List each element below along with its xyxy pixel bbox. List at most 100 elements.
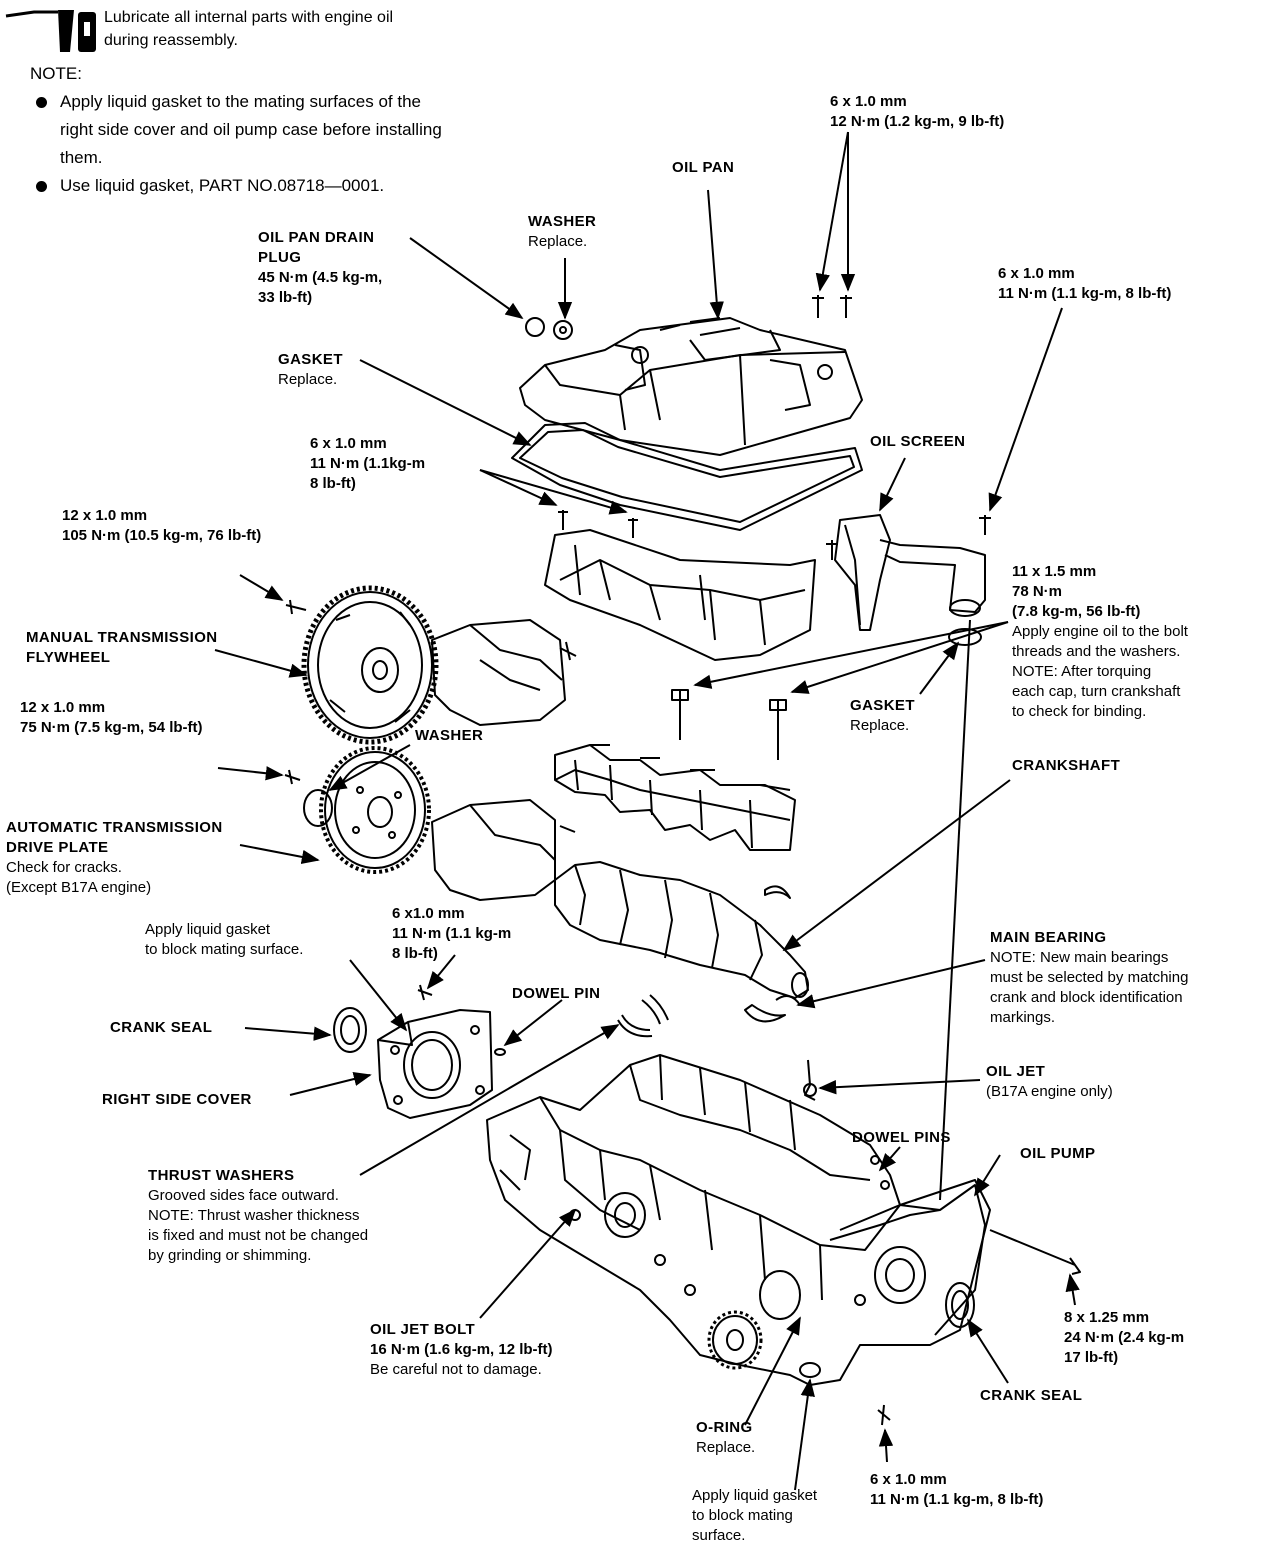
- callout-washer-top: WASHER Replace.: [528, 212, 596, 252]
- callout-main-cap-bolt: 11 x 1.5 mm 78 N·m (7.8 kg-m, 56 lb-ft) …: [1012, 562, 1188, 722]
- callout-main-bearing: MAIN BEARING NOTE: New main bearings mus…: [990, 928, 1188, 1028]
- callout-pump-bolt-small: 6 x 1.0 mm 11 N·m (1.1 kg-m, 8 lb-ft): [870, 1470, 1043, 1510]
- crankshaft-part: [554, 861, 809, 999]
- callout-note: Grooved sides face outward.: [148, 1187, 339, 1204]
- crank-seal-left-part: [333, 1007, 367, 1053]
- bullet-icon: [36, 181, 47, 192]
- callout-flywheel-bolt: 12 x 1.0 mm 105 N·m (10.5 kg-m, 76 lb-ft…: [62, 506, 261, 546]
- callout-note: NOTE: Thrust washer thickness: [148, 1207, 360, 1224]
- bolt-torque: 11 N·m (1.1 kg-m, 8 lb-ft): [870, 1491, 1044, 1508]
- callout-title: CRANKSHAFT: [1012, 757, 1121, 774]
- callout-note: is fixed and must not be changed: [148, 1227, 369, 1244]
- thrust-washer-upper-part: [641, 994, 669, 1025]
- dowel-pin-part: [494, 1048, 506, 1056]
- thrust-washer-lower-part: [617, 1014, 653, 1038]
- driveplate-washer-part: [303, 789, 333, 827]
- drain-washer-part: [553, 320, 573, 340]
- o-ring-part: [799, 1362, 821, 1378]
- bolt-size: 6 x 1.0 mm: [870, 1471, 947, 1488]
- note-item: Apply liquid gasket to the mating surfac…: [30, 88, 442, 172]
- callout-note: Apply engine oil to the bolt: [1012, 623, 1188, 640]
- callout-title: MANUAL TRANSMISSION: [26, 629, 218, 646]
- baffle-plate-part: [544, 529, 816, 661]
- bearing-shell-upper-part: [764, 885, 791, 899]
- callout-note: NOTE: New main bearings: [990, 949, 1169, 966]
- callout-title: RIGHT SIDE COVER: [102, 1091, 252, 1108]
- bolt-torque: 16 N·m (1.6 kg-m, 12 lb-ft): [370, 1341, 553, 1358]
- note-line: Use liquid gasket, PART NO.08718—0001.: [60, 176, 385, 195]
- drain-plug-part: [525, 317, 545, 337]
- bolt-torque: 24 N·m (2.4 kg-m: [1064, 1329, 1185, 1346]
- oil-screen-part: [834, 514, 986, 631]
- callout-note: each cap, turn crankshaft: [1012, 683, 1181, 700]
- callout-note: to block mating surface.: [145, 941, 304, 958]
- bullet-icon: [36, 97, 47, 108]
- callout-title: OIL JET BOLT: [370, 1321, 476, 1338]
- callout-right-side-cover: RIGHT SIDE COVER: [102, 1090, 252, 1110]
- bolt-torque: 11 N·m (1.1 kg-m: [392, 925, 512, 942]
- callout-note: Be careful not to damage.: [370, 1361, 542, 1378]
- callout-title: CRANK SEAL: [980, 1387, 1083, 1404]
- callout-liquid-gasket-bottom: Apply liquid gasket to block mating surf…: [692, 1486, 817, 1546]
- bolt-size: 6 x 1.0 mm: [998, 265, 1075, 282]
- callout-gasket-screen: GASKET Replace.: [850, 696, 915, 736]
- bolt-torque: 11 N·m (1.1kg-m: [310, 455, 426, 472]
- crank-seal-right-part: [945, 1282, 975, 1328]
- callout-oil-jet: OIL JET (B17A engine only): [986, 1062, 1113, 1102]
- callout-oil-pan: OIL PAN: [672, 158, 734, 178]
- bolt-size: 12 x 1.0 mm: [20, 699, 106, 716]
- lubricate-instruction: Lubricate all internal parts with engine…: [104, 6, 393, 52]
- callout-title: WASHER: [528, 213, 597, 230]
- callout-note: Replace.: [278, 371, 338, 388]
- callout-title: DRIVE PLATE: [6, 839, 109, 856]
- bolt-size: 8 x 1.25 mm: [1064, 1309, 1150, 1326]
- general-notes: NOTE: Apply liquid gasket to the mating …: [30, 60, 442, 200]
- oil-pan-part: [519, 317, 863, 456]
- callout-title: OIL SCREEN: [870, 433, 966, 450]
- callout-oil-pump: OIL PUMP: [1020, 1144, 1095, 1164]
- lubricate-line-2: during reassembly.: [104, 32, 238, 49]
- bolt-size: 12 x 1.0 mm: [62, 507, 148, 524]
- callout-note: surface.: [692, 1527, 746, 1544]
- bearing-shell-lower-part: [744, 1004, 786, 1023]
- callout-drain-plug: OIL PAN DRAIN PLUG 45 N·m (4.5 kg-m, 33 …: [258, 228, 382, 308]
- callout-title: GASKET: [278, 351, 343, 368]
- callout-note: (Except B17A engine): [6, 879, 152, 896]
- callout-crank-seal-right: CRANK SEAL: [980, 1386, 1082, 1406]
- note-line: right side cover and oil pump case befor…: [60, 120, 442, 139]
- note-line: Apply liquid gasket to the mating surfac…: [60, 92, 421, 111]
- drive-plate-part: [324, 751, 426, 869]
- callout-crank-seal-left: CRANK SEAL: [110, 1018, 212, 1038]
- callout-note: by grinding or shimming.: [148, 1247, 312, 1264]
- callout-screen-bolt: 6 x 1.0 mm 11 N·m (1.1 kg-m, 8 lb-ft): [998, 264, 1171, 304]
- oil-can-icon: [5, 10, 96, 52]
- callout-title: DOWEL PIN: [512, 985, 601, 1002]
- main-bearing-caps-part: [554, 744, 796, 851]
- callout-note: (B17A engine only): [986, 1083, 1113, 1100]
- callout-driveplate-bolt: 12 x 1.0 mm 75 N·m (7.5 kg-m, 54 lb-ft): [20, 698, 203, 738]
- timing-sprocket-part: [712, 1315, 758, 1365]
- note-line: them.: [60, 148, 103, 167]
- callout-title: AUTOMATIC TRANSMISSION: [6, 819, 223, 836]
- callout-title: MAIN BEARING: [990, 929, 1107, 946]
- bolt-torque: 33 lb-ft): [258, 289, 313, 306]
- callout-title: OIL PUMP: [1020, 1145, 1096, 1162]
- callout-liquid-gasket-left: Apply liquid gasket to block mating surf…: [145, 920, 303, 960]
- callout-dowel-pins: DOWEL PINS: [852, 1128, 951, 1148]
- callout-note: crank and block identification: [990, 989, 1183, 1006]
- note-item: Use liquid gasket, PART NO.08718—0001.: [30, 172, 442, 200]
- callout-title: PLUG: [258, 249, 302, 266]
- callout-crankshaft: CRANKSHAFT: [1012, 756, 1120, 776]
- oil-pump-part: [839, 1184, 986, 1336]
- callout-note: Replace.: [850, 717, 910, 734]
- callout-title: O-RING: [696, 1419, 753, 1436]
- callout-note: Apply liquid gasket: [692, 1487, 818, 1504]
- flywheel-part: [307, 591, 433, 739]
- callout-dowel-pin: DOWEL PIN: [512, 984, 600, 1004]
- callout-flywheel: MANUAL TRANSMISSION FLYWHEEL: [26, 628, 218, 668]
- lubricate-line-1: Lubricate all internal parts with engine…: [104, 9, 394, 26]
- bolt-torque: (7.8 kg-m, 56 lb-ft): [1012, 603, 1141, 620]
- bolt-torque: 45 N·m (4.5 kg-m,: [258, 269, 383, 286]
- callout-note: must be selected by matching: [990, 969, 1189, 986]
